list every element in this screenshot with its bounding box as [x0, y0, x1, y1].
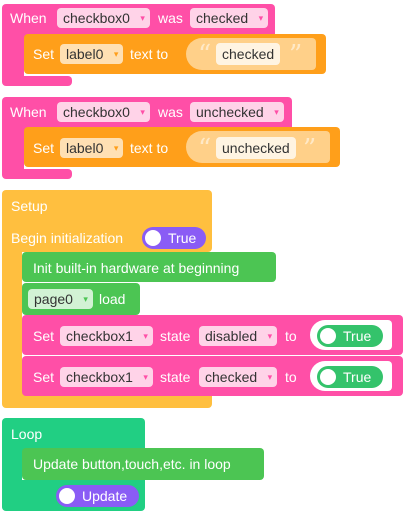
setup-block-body: [2, 240, 22, 400]
true-toggle[interactable]: True: [317, 366, 384, 388]
true-toggle[interactable]: True: [317, 325, 384, 347]
begin-init-label: Begin initialization: [11, 230, 124, 246]
text-value-input[interactable]: unchecked: [216, 137, 296, 159]
dropdown-value: checked: [196, 10, 249, 26]
quote-close-icon: ”: [289, 40, 303, 70]
toggle-value: True: [343, 369, 372, 385]
set-label: Set: [33, 46, 55, 62]
state-label: state: [160, 328, 191, 344]
chevron-down-icon: ▾: [267, 331, 273, 341]
checkbox-dropdown[interactable]: checkbox0 ▾: [57, 102, 150, 122]
setup-block-foot: [2, 392, 212, 408]
set-label: Set: [33, 140, 55, 156]
was-label: was: [158, 10, 183, 26]
checkbox-dropdown[interactable]: checkbox1 ▾: [60, 326, 153, 346]
label-dropdown[interactable]: label0 ▾: [60, 138, 124, 158]
state-label: state: [160, 369, 191, 385]
quote-close-icon: ”: [303, 134, 317, 164]
dropdown-value: label0: [66, 140, 104, 156]
property-dropdown[interactable]: disabled ▾: [199, 326, 278, 346]
chevron-down-icon: ▾: [143, 331, 148, 341]
toggle-value: Update: [82, 488, 128, 504]
toggle-knob-icon: [320, 328, 336, 344]
loop-block[interactable]: [2, 418, 145, 452]
checkbox-dropdown[interactable]: checkbox0 ▾: [57, 8, 150, 28]
event-block-checked-body: [2, 30, 24, 84]
to-label: to: [285, 328, 297, 344]
when-label: When: [10, 104, 47, 120]
state-dropdown[interactable]: checked ▾: [190, 8, 269, 28]
quote-open-icon: “: [198, 134, 212, 164]
init-hardware-label: Init built-in hardware at beginning: [33, 260, 240, 276]
init-hardware-block[interactable]: [22, 252, 276, 282]
update-toggle[interactable]: Update: [56, 485, 140, 507]
was-label: was: [158, 104, 183, 120]
toggle-knob-icon: [145, 230, 161, 246]
label-dropdown[interactable]: label0 ▾: [60, 44, 124, 64]
toggle-knob-icon: [320, 369, 336, 385]
set-label: Set: [33, 328, 55, 344]
chevron-down-icon: ▾: [143, 372, 148, 382]
dropdown-value: checkbox1: [66, 328, 133, 344]
dropdown-value: checkbox0: [63, 104, 130, 120]
dropdown-value: disabled: [205, 328, 258, 344]
text-to-label: text to: [130, 140, 169, 156]
dropdown-value: checkbox1: [66, 369, 133, 385]
chevron-down-icon: ▾: [83, 294, 88, 304]
chevron-down-icon: ▾: [267, 372, 273, 382]
dropdown-value: page0: [34, 291, 73, 307]
toggle-value: True: [343, 328, 372, 344]
chevron-down-icon: ▾: [140, 107, 145, 117]
begin-init-toggle[interactable]: True: [142, 227, 207, 249]
property-dropdown[interactable]: checked ▾: [199, 367, 278, 387]
loop-block-body: [2, 446, 22, 486]
dropdown-value: checkbox0: [63, 10, 130, 26]
chevron-down-icon: ▾: [113, 49, 119, 59]
event-block-unchecked-foot: [2, 169, 72, 179]
quote-open-icon: “: [198, 40, 212, 70]
update-loop-label: Update button,touch,etc. in loop: [33, 456, 231, 472]
chevron-down-icon: ▾: [274, 107, 279, 117]
dropdown-value: checked: [205, 369, 258, 385]
when-label: When: [10, 10, 47, 26]
page-dropdown[interactable]: page0 ▾: [28, 289, 93, 309]
setup-title: Setup: [11, 198, 48, 214]
load-label: load: [99, 291, 126, 307]
dropdown-value: unchecked: [196, 104, 264, 120]
text-value-input[interactable]: checked: [216, 43, 281, 65]
loop-title: Loop: [11, 426, 43, 442]
checkbox-dropdown[interactable]: checkbox1 ▾: [60, 367, 153, 387]
chevron-down-icon: ▾: [258, 13, 264, 23]
text-to-label: text to: [130, 46, 169, 62]
dropdown-value: label0: [66, 46, 104, 62]
update-loop-block[interactable]: [22, 448, 264, 480]
set-label: Set: [33, 369, 55, 385]
event-block-unchecked-body: [2, 123, 24, 177]
state-dropdown[interactable]: unchecked ▾: [190, 102, 284, 122]
toggle-knob-icon: [59, 488, 75, 504]
to-label: to: [285, 369, 297, 385]
toggle-value: True: [168, 230, 197, 246]
chevron-down-icon: ▾: [113, 143, 119, 153]
chevron-down-icon: ▾: [140, 13, 145, 23]
event-block-checked-foot: [2, 76, 72, 86]
